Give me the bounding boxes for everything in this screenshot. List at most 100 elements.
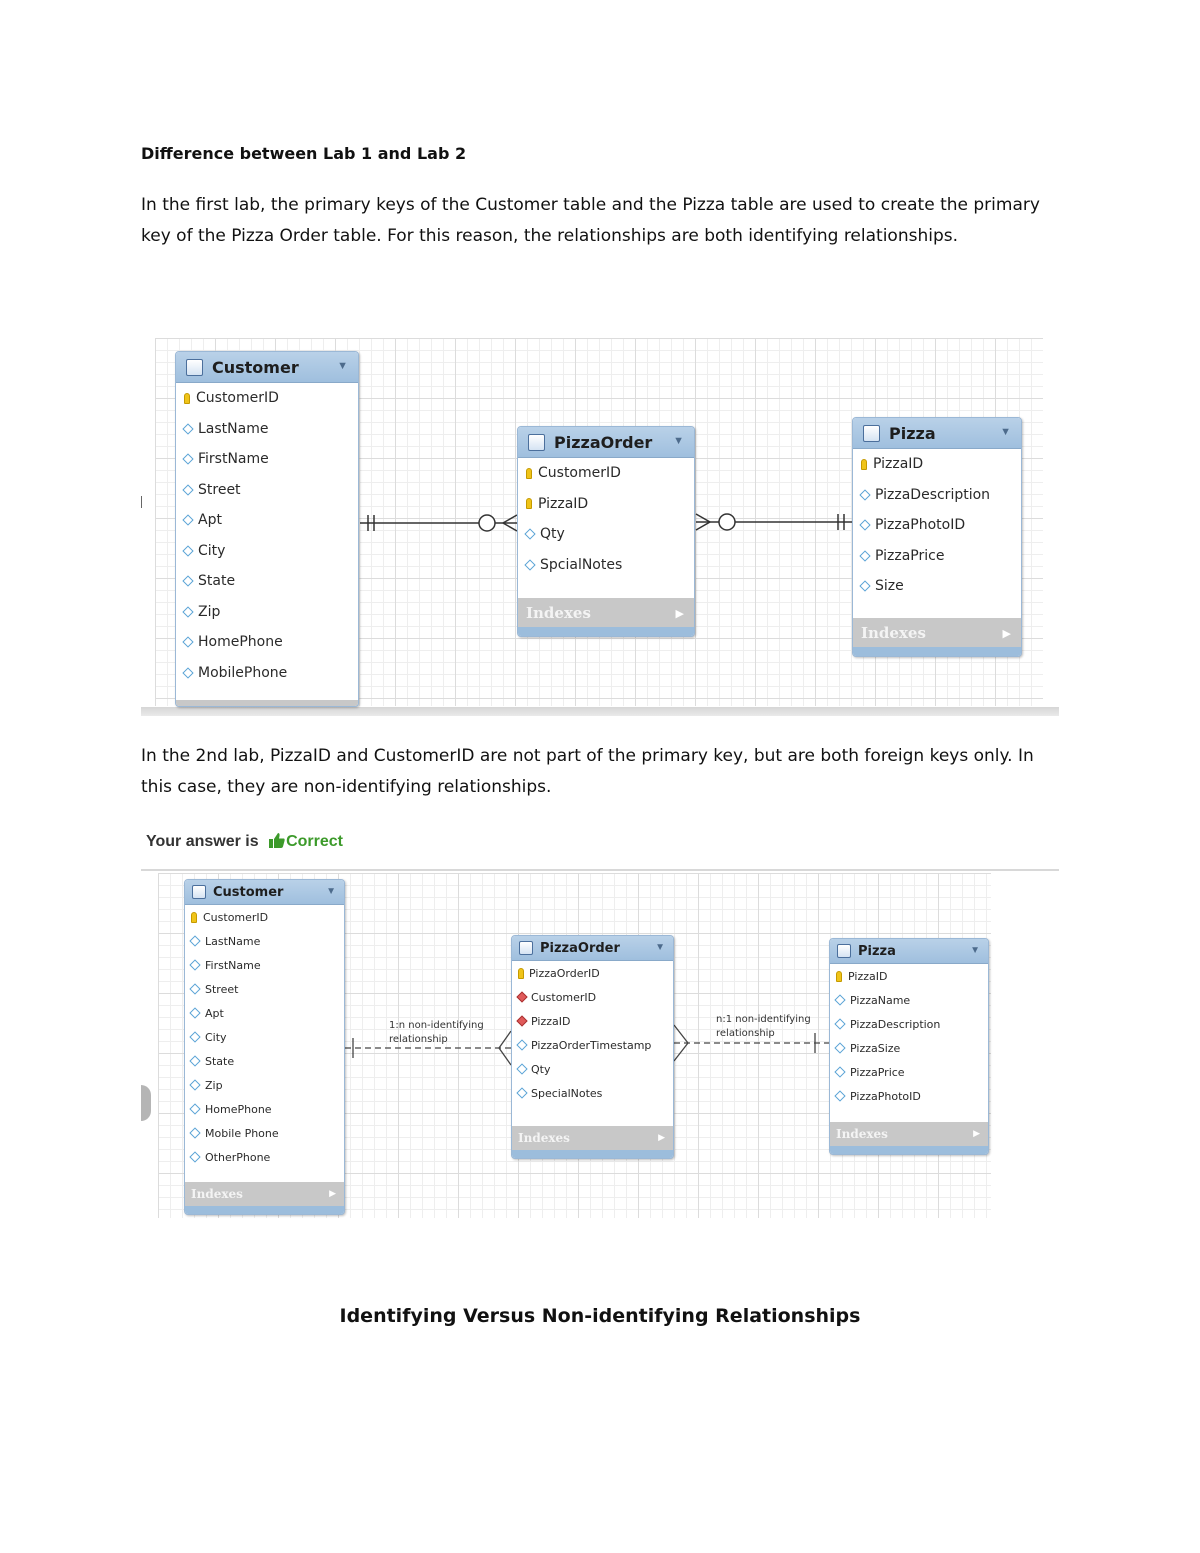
table-column-row[interactable]: State [185,1049,344,1073]
column-icon [834,1018,846,1030]
indexes-section[interactable]: Indexes ▶ [830,1122,988,1146]
table-column-row[interactable]: City [185,1025,344,1049]
table-column-row[interactable]: City [176,536,358,567]
indexes-section[interactable]: Indexes ▶ [518,598,694,628]
table-column-row[interactable]: PizzaPrice [853,541,1021,572]
table-column-row[interactable]: State [176,566,358,597]
table-column-row[interactable]: OtherPhone [185,1145,344,1169]
column-icon [189,1031,201,1043]
indexes-label: Indexes [861,624,926,642]
table-column-row[interactable]: PizzaID [830,964,988,988]
table-column-row[interactable]: FirstName [176,444,358,475]
table-column-row[interactable]: SpcialNotes [518,550,694,581]
column-name: HomePhone [205,1102,272,1116]
table-column-row[interactable]: PizzaPrice [830,1060,988,1084]
collapse-arrow-icon[interactable]: ▼ [673,435,684,447]
table-column-row[interactable]: CustomerID [512,985,673,1009]
column-name: CustomerID [196,390,279,407]
column-name: Apt [198,512,222,529]
indexes-label: Indexes [518,1131,570,1145]
expand-arrow-icon[interactable]: ▶ [973,1129,980,1139]
table-column-row[interactable]: Apt [185,1001,344,1025]
expand-arrow-icon[interactable]: ▶ [1002,626,1011,640]
collapse-arrow-icon[interactable]: ▼ [1000,426,1011,438]
table-column-row[interactable]: PizzaName [830,988,988,1012]
column-name: Street [198,481,241,498]
table-column-row[interactable]: PizzaOrderID [512,961,673,985]
table-column-row[interactable]: CustomerID [518,458,694,489]
table-column-row[interactable]: PizzaID [518,489,694,520]
expand-arrow-icon[interactable]: ▶ [329,1189,336,1199]
table-column-row[interactable]: LastName [185,929,344,953]
table-column-row[interactable]: Zip [176,597,358,628]
collapse-arrow-icon[interactable]: ▼ [970,945,980,956]
table-column-row[interactable]: SpecialNotes [512,1081,673,1105]
column-name: Size [875,578,904,595]
column-name: Zip [205,1078,223,1092]
table-column-row[interactable]: CustomerID [176,383,358,414]
column-name: City [198,542,226,559]
column-icon [189,1079,201,1091]
table-icon [837,944,851,958]
column-name: OtherPhone [205,1150,271,1164]
column-list: PizzaOrderID CustomerID PizzaID PizzaOrderT… [512,961,673,1105]
collapse-arrow-icon[interactable]: ▼ [326,886,336,897]
primary-key-icon [836,970,842,982]
indexes-section[interactable]: Indexes ▶ [185,1182,344,1206]
table-column-row[interactable]: PizzaID [853,449,1021,480]
indexes-section[interactable]: Indexes ▶ [853,618,1021,648]
table-column-row[interactable]: PizzaOrderTimestamp [512,1033,673,1057]
table-column-row[interactable]: PizzaSize [830,1036,988,1060]
table-column-row[interactable]: FirstName [185,953,344,977]
column-name: Mobile Phone [205,1126,279,1140]
column-name: PizzaID [531,1014,571,1028]
expand-arrow-icon[interactable]: ▶ [658,1133,665,1143]
table-column-row[interactable]: Street [176,475,358,506]
table-column-row[interactable]: Size [853,571,1021,602]
table-column-row[interactable]: PizzaPhotoID [853,510,1021,541]
table-column-row[interactable]: CustomerID [185,905,344,929]
column-icon [189,1103,201,1115]
table-column-row[interactable]: MobilePhone [176,658,358,689]
table-title: PizzaOrder [554,432,653,452]
table-column-row[interactable]: HomePhone [185,1097,344,1121]
indexes-section[interactable]: Indexes ▶ [512,1126,673,1150]
collapse-arrow-icon[interactable]: ▼ [655,942,665,953]
table-column-row[interactable]: Mobile Phone [185,1121,344,1145]
table-column-row[interactable]: Qty [512,1057,673,1081]
column-name: PizzaDescription [875,486,991,503]
table-column-row[interactable]: LastName [176,414,358,445]
table-column-row[interactable]: PizzaDescription [830,1012,988,1036]
diagram-divider [141,707,1059,716]
table-column-row[interactable]: HomePhone [176,627,358,658]
table-column-row[interactable]: Zip [185,1073,344,1097]
collapse-arrow-icon[interactable]: ▼ [337,360,348,372]
column-name: Qty [540,526,565,543]
column-name: PizzaOrderID [529,966,600,980]
table-column-row[interactable]: Apt [176,505,358,536]
table-title: Pizza [889,423,936,443]
table-column-row[interactable]: PizzaID [512,1009,673,1033]
identifying-relationship-lines [360,513,852,532]
column-name: PizzaID [873,456,924,473]
table-icon [186,358,203,376]
table-column-row[interactable]: PizzaDescription [853,480,1021,511]
foreign-key-icon [516,991,528,1003]
column-name: FirstName [205,958,261,972]
non-identifying-relationship-lines: 1:n non-identifying relationship n:1 non… [345,1014,829,1066]
answer-prefix: Your answer is [146,833,259,850]
expand-arrow-icon[interactable]: ▶ [675,606,684,620]
table-icon [528,433,545,451]
table-column-row[interactable]: Street [185,977,344,1001]
page-edge-tab [141,1085,151,1121]
table-column-row[interactable]: PizzaPhotoID [830,1084,988,1108]
table-column-row[interactable]: Qty [518,519,694,550]
